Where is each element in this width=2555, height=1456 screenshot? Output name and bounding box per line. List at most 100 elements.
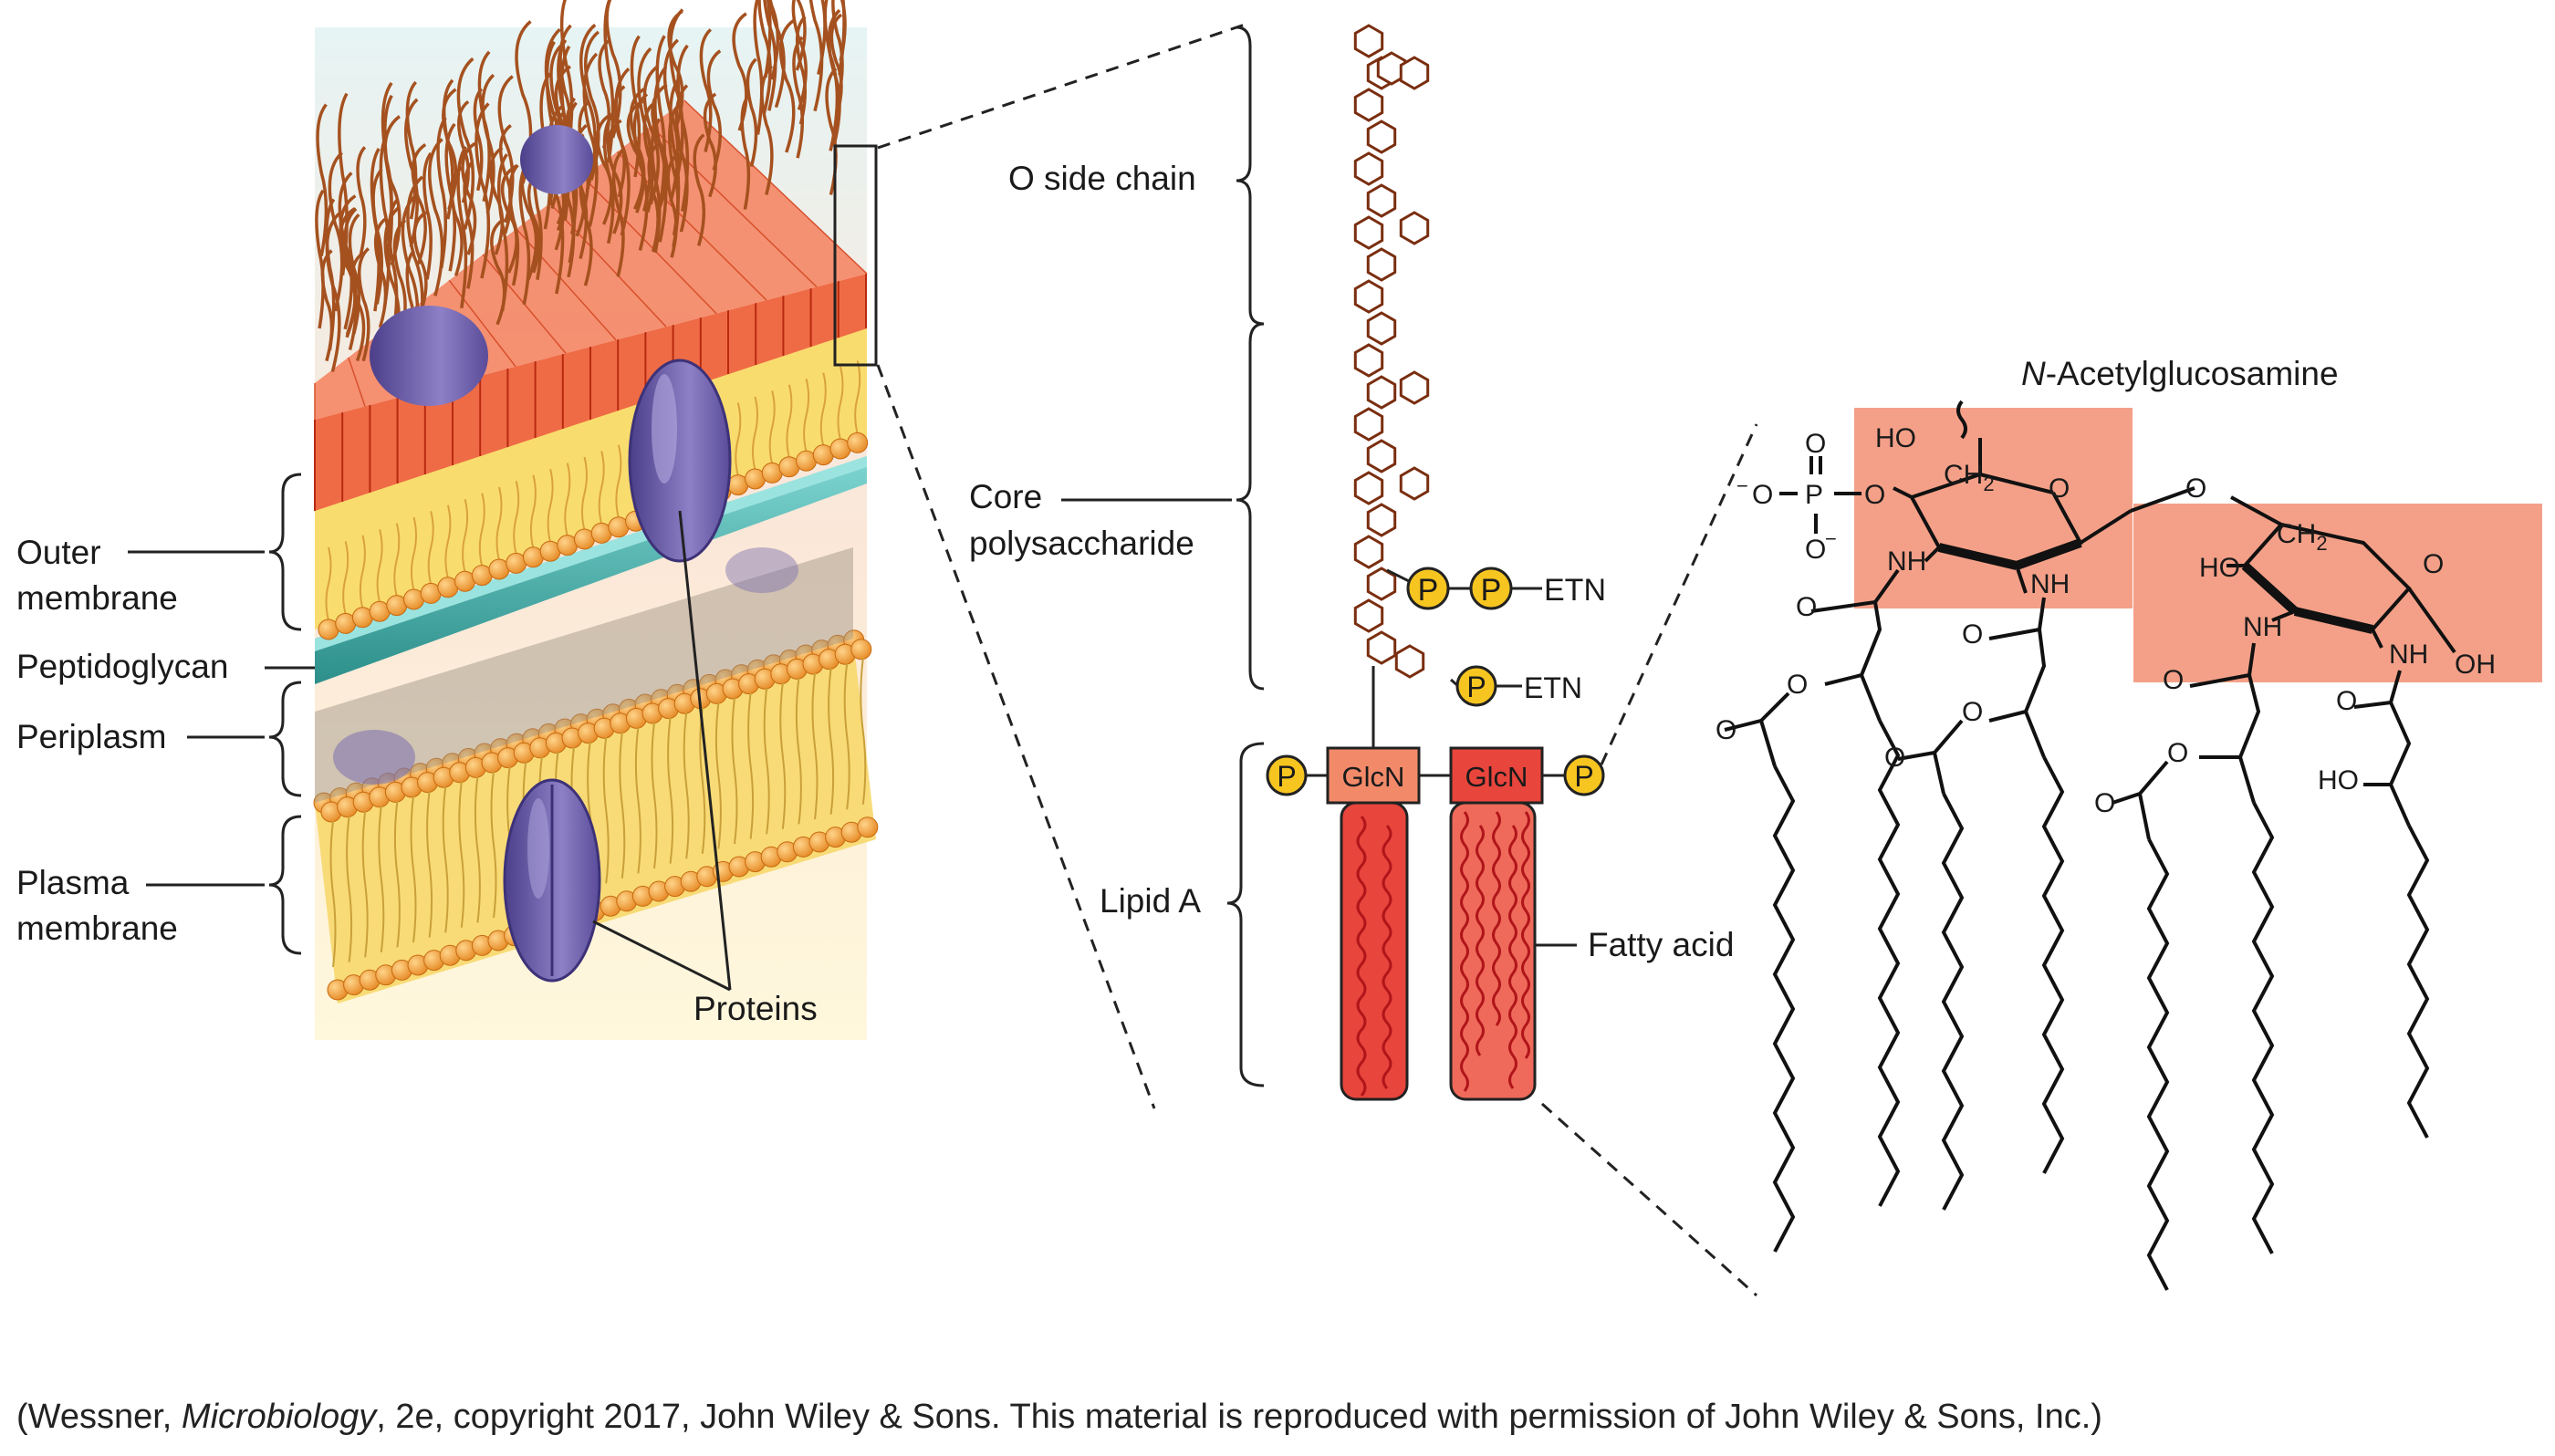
- atom-ch2-right: CH2: [2277, 519, 2328, 555]
- lps-strand: [315, 189, 325, 329]
- lipid-tail: [462, 498, 469, 573]
- lipid-tail: [581, 456, 588, 531]
- periplasm-protein: [333, 730, 415, 785]
- lipid-tail: [763, 688, 770, 835]
- zoom-line-bottom: [876, 364, 1156, 1109]
- sugar-hexagon: [1366, 311, 1397, 346]
- atom-o-p-bottom: O: [1805, 535, 1826, 565]
- lipid-tail: [410, 796, 417, 943]
- sugar-hexagon: [1366, 439, 1397, 473]
- atom-o-p-bottom-charge: −: [1825, 527, 1837, 550]
- sugar-hexagon: [1353, 598, 1384, 633]
- sugar-hexagon: [1353, 24, 1384, 58]
- lps-strand: [316, 103, 328, 256]
- label-plasma-membrane-2: membrane: [16, 910, 178, 947]
- atom-o-carb-2: O: [1884, 743, 1905, 773]
- sugar-hexagon: [1353, 343, 1384, 378]
- lipid-tail: [768, 390, 776, 464]
- acyl-chain: [1941, 793, 1965, 1211]
- lps-strand: [706, 49, 722, 171]
- label-plasma-membrane-1: Plasma: [16, 864, 130, 901]
- lipid-tail: [547, 468, 554, 543]
- fatty-acid-wave: [1508, 825, 1517, 1089]
- phosphate-etn-group-2: P ETN: [1450, 665, 1582, 707]
- sugar-hexagon: [1353, 407, 1384, 442]
- acyl-chain: [2041, 756, 2065, 1174]
- middle-labels: O side chain Core polysaccharide Lipid A…: [969, 26, 1734, 1087]
- lps-strand: [379, 129, 391, 309]
- lps-strand: [614, 68, 631, 236]
- lipid-tail: [361, 811, 369, 958]
- lipid-tail: [747, 692, 755, 839]
- bracket-outer-membrane: [268, 473, 302, 631]
- periplasm-protein-2: [725, 547, 798, 593]
- label-core-1: Core: [969, 478, 1042, 515]
- lps-strand: [732, 12, 748, 131]
- lps-strand: [626, 99, 645, 210]
- lps-strand: [764, 0, 772, 78]
- lps-strand: [792, 36, 805, 159]
- atom-o-p-left-charge: −: [1736, 474, 1748, 497]
- lipid-tail: [602, 737, 610, 884]
- atom-o-ring2: O: [2423, 549, 2444, 579]
- phosphate-icon-right: [1563, 754, 1605, 796]
- sugar-hexagon: [1353, 215, 1384, 250]
- lps-strand: [655, 35, 666, 206]
- lps-strand: [583, 30, 600, 181]
- lipid-tail: [427, 511, 434, 585]
- glcn-right-label: GlcN: [1465, 761, 1528, 793]
- sugar-ring-1: [1893, 400, 2282, 594]
- fatty-acid-wave: [1521, 811, 1530, 1059]
- atom-o-p-left: O: [1752, 480, 1773, 510]
- chain-bond: [2363, 702, 2412, 786]
- lipid-tail: [615, 444, 622, 519]
- grid-line: [348, 357, 366, 407]
- lps-strand: [768, 0, 780, 80]
- lps-strand: [831, 0, 844, 105]
- lipid-tail: [342, 541, 349, 615]
- lps-strand: [653, 66, 668, 243]
- phosphate-etn-group-1: P P ETN: [1386, 567, 1606, 610]
- lps-strand: [676, 44, 690, 212]
- lipid-tail: [490, 771, 497, 919]
- lps-strand: [757, 0, 772, 114]
- acyl-chains: [1724, 568, 2430, 1291]
- atom-o-ester-1: O: [1787, 670, 1808, 700]
- label-lipid-a: Lipid A: [1100, 882, 1201, 920]
- grid-line: [583, 177, 717, 315]
- lps-strand: [763, 0, 777, 111]
- atom-labels: HO CH2 O O CH2 O HO OH O O − P O − O NH …: [1716, 423, 2496, 818]
- fatty-acid-wave: [1356, 816, 1367, 1097]
- fatty-acid-tube-right: [1449, 801, 1537, 1101]
- chain-bond: [1860, 674, 1882, 722]
- lps-strands: [315, 0, 847, 372]
- atom-o-ester-2: O: [1962, 697, 1983, 727]
- lipid-tail: [495, 486, 503, 561]
- zoom-line-top: [877, 21, 1251, 150]
- lipid-tail: [803, 378, 810, 452]
- lps-strand: [508, 163, 520, 286]
- atom-nh-3: NH: [2243, 612, 2282, 642]
- sugar-hexagon: [1366, 503, 1397, 537]
- label-proteins: Proteins: [694, 990, 818, 1027]
- pointer-proteins-1: [678, 510, 732, 991]
- atom-o-carbonyl-1: O: [1796, 592, 1817, 622]
- lipid-tail: [786, 384, 793, 459]
- branch-hexagon: [1376, 51, 1407, 86]
- atom-o-carbonyl-4: O: [2336, 686, 2357, 716]
- lipid-tail: [752, 396, 758, 471]
- phosphate-label-3: P: [1466, 671, 1486, 703]
- lipid-tail: [458, 781, 465, 928]
- nag-highlight-1: [1854, 408, 2133, 608]
- lipid-tail: [634, 727, 641, 874]
- grid-line: [516, 228, 617, 341]
- fatty-acid-tube-left: [1340, 801, 1409, 1101]
- outer-protein-2: [370, 306, 488, 406]
- sugar-hexagon: [1353, 535, 1384, 569]
- lipid-tail: [779, 682, 787, 829]
- lipid-tail: [828, 668, 835, 815]
- chain-bond: [1897, 719, 1964, 761]
- lps-strand: [668, 8, 684, 185]
- lipid-tail: [854, 360, 861, 434]
- lps-strand: [598, 39, 611, 149]
